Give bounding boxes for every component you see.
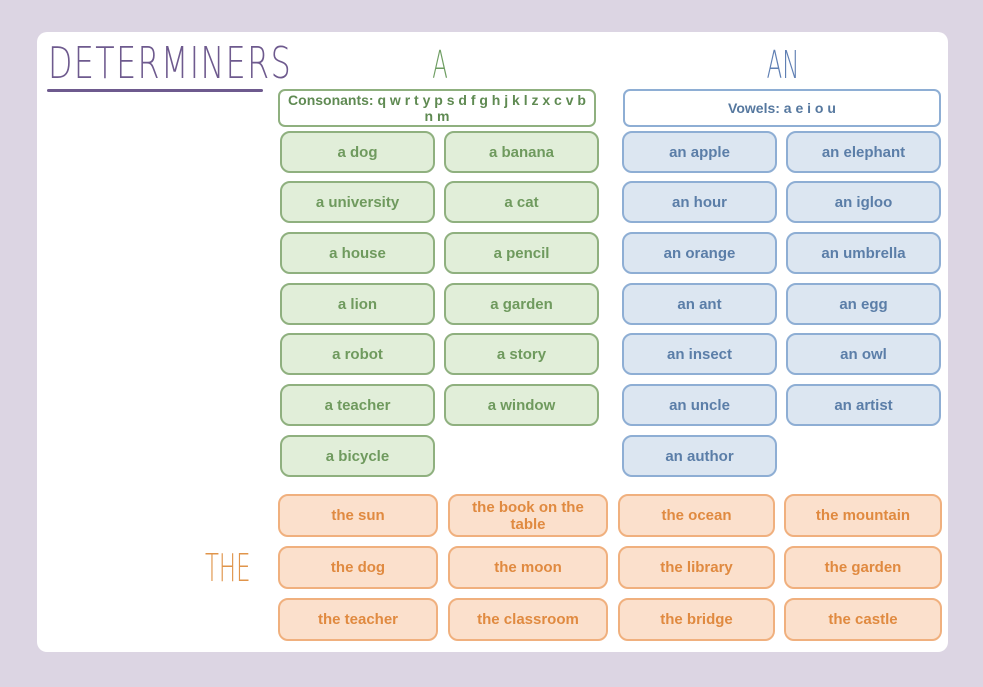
- an-word-card[interactable]: an artist: [786, 384, 941, 426]
- the-word-card[interactable]: the dog: [278, 546, 438, 589]
- a-word-card[interactable]: a pencil: [444, 232, 599, 274]
- a-word-card[interactable]: a teacher: [280, 384, 435, 426]
- a-word-card[interactable]: a lion: [280, 283, 435, 325]
- the-word-card[interactable]: the castle: [784, 598, 942, 641]
- the-word-card[interactable]: the classroom: [448, 598, 608, 641]
- the-word-card[interactable]: the teacher: [278, 598, 438, 641]
- the-word-card[interactable]: the book on the table: [448, 494, 608, 537]
- an-word-card[interactable]: an uncle: [622, 384, 777, 426]
- the-word-card[interactable]: the mountain: [784, 494, 942, 537]
- an-word-card[interactable]: an orange: [622, 232, 777, 274]
- title-underline: [47, 89, 263, 92]
- an-word-card[interactable]: an author: [622, 435, 777, 477]
- the-word-card[interactable]: the garden: [784, 546, 942, 589]
- an-word-card[interactable]: an egg: [786, 283, 941, 325]
- an-word-card[interactable]: an ant: [622, 283, 777, 325]
- an-word-card[interactable]: an hour: [622, 181, 777, 223]
- a-word-card[interactable]: a university: [280, 181, 435, 223]
- the-word-card[interactable]: the sun: [278, 494, 438, 537]
- a-word-card[interactable]: a dog: [280, 131, 435, 173]
- a-word-card[interactable]: a house: [280, 232, 435, 274]
- a-word-card[interactable]: a window: [444, 384, 599, 426]
- an-word-card[interactable]: an elephant: [786, 131, 941, 173]
- an-word-card[interactable]: an umbrella: [786, 232, 941, 274]
- header-the: THE: [205, 546, 251, 590]
- a-word-card[interactable]: a banana: [444, 131, 599, 173]
- vowels-box: Vowels: a e i o u: [623, 89, 941, 127]
- the-word-card[interactable]: the library: [618, 546, 775, 589]
- header-an: AN: [766, 43, 800, 87]
- consonants-box: Consonants: q w r t y p s d f g h j k l …: [278, 89, 596, 127]
- an-word-card[interactable]: an owl: [786, 333, 941, 375]
- a-word-card[interactable]: a robot: [280, 333, 435, 375]
- the-word-card[interactable]: the ocean: [618, 494, 775, 537]
- the-word-card[interactable]: the bridge: [618, 598, 775, 641]
- an-word-card[interactable]: an apple: [622, 131, 777, 173]
- header-a: A: [432, 43, 448, 87]
- a-word-card[interactable]: a bicycle: [280, 435, 435, 477]
- a-word-card[interactable]: a garden: [444, 283, 599, 325]
- a-word-card[interactable]: a story: [444, 333, 599, 375]
- an-word-card[interactable]: an igloo: [786, 181, 941, 223]
- page-title: DETERMINERS: [48, 38, 293, 89]
- a-word-card[interactable]: a cat: [444, 181, 599, 223]
- the-word-card[interactable]: the moon: [448, 546, 608, 589]
- an-word-card[interactable]: an insect: [622, 333, 777, 375]
